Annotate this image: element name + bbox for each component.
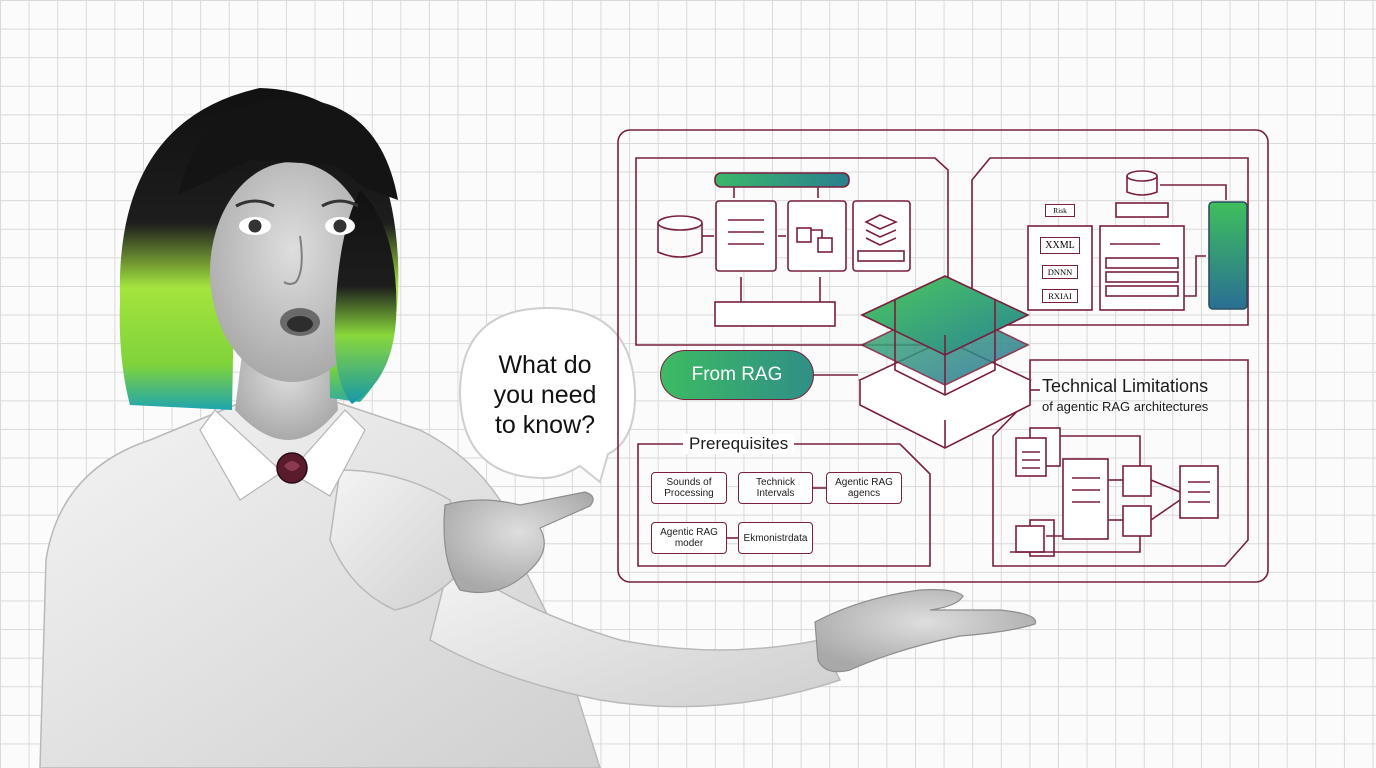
prereq-item-5: Ekmonistrdata — [738, 522, 813, 554]
from-rag-label: From RAG — [691, 364, 783, 385]
prerequisites-title: Prerequisites — [683, 434, 795, 454]
stack-label-risk: Risk — [1045, 204, 1075, 217]
panel-top-left — [635, 157, 949, 346]
prereq-item-4-line1: Agentic RAG — [660, 527, 718, 538]
prereq-item-5-line1: Ekmonistrdata — [743, 532, 808, 544]
prereq-item-4-line2: moder — [674, 538, 704, 549]
speech-bubble-text: What do you need to know? — [470, 350, 620, 440]
panel-prerequisites — [637, 443, 931, 567]
speech-line-3: to know? — [494, 411, 596, 439]
from-rag-pill: From RAG — [660, 350, 814, 400]
technical-limitations-subtitle: of agentic RAG architectures — [1042, 399, 1209, 414]
database-icon — [657, 215, 703, 231]
technical-limitations-title: Technical Limitations — [1042, 376, 1209, 396]
stack-label-dnnn: DNNN — [1042, 265, 1078, 279]
top-green-bar — [714, 172, 850, 188]
board-frame — [617, 129, 1269, 583]
prereq-item-3-line2: agencs — [847, 488, 881, 499]
green-vertical-bar — [1208, 201, 1248, 310]
prereq-item-2-line2: Intervals — [756, 488, 795, 499]
prereq-item-2-line1: Technick — [756, 477, 795, 488]
speech-line-2: you need — [493, 381, 597, 409]
prereq-item-1-line1: Sounds of — [666, 477, 712, 488]
prereq-item-1-line2: Processing — [664, 488, 714, 499]
stack-label-rxiai: RXIAI — [1042, 289, 1078, 303]
speech-line-1: What do — [498, 351, 592, 379]
prereq-item-3-line1: Agentic RAG — [835, 477, 893, 488]
stack-label-xxml: XXML — [1040, 237, 1080, 254]
